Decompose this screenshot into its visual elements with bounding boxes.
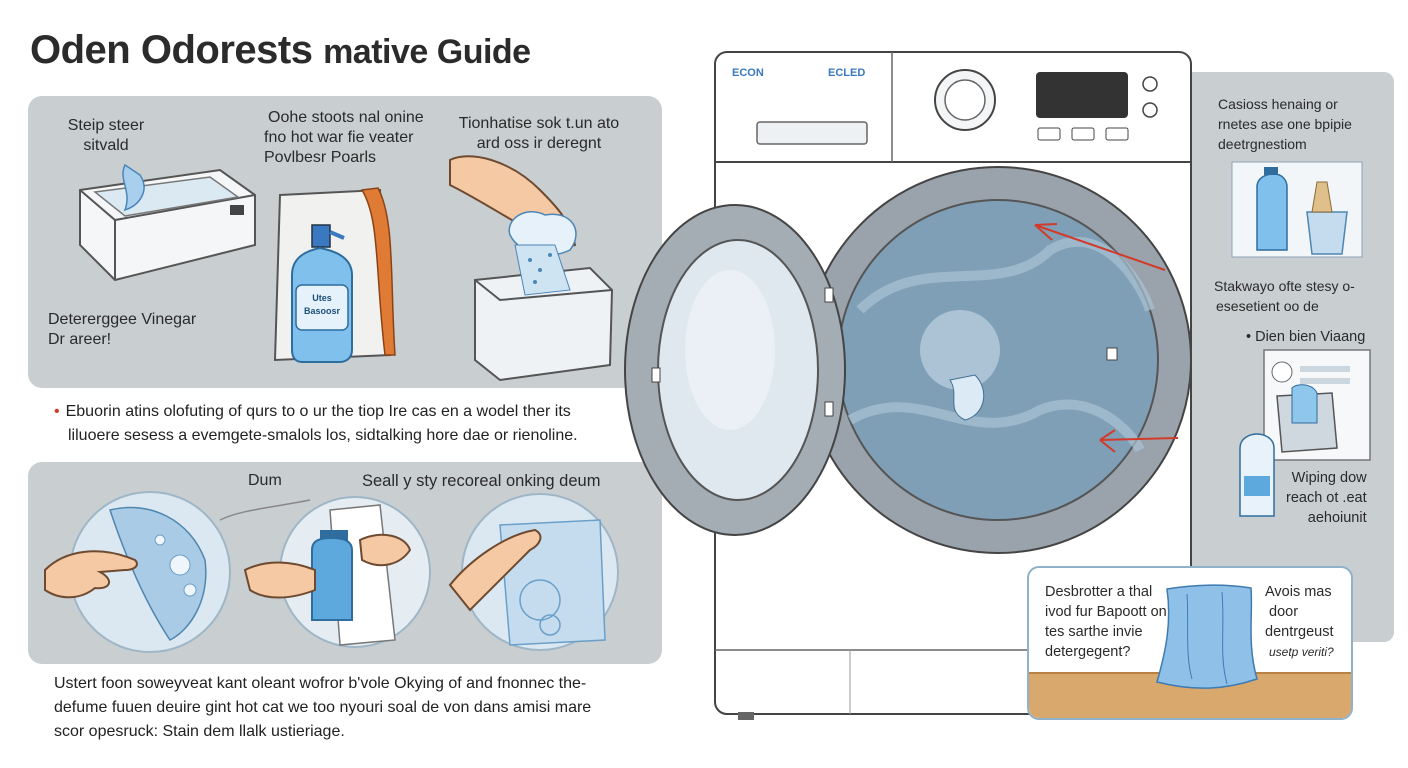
right-block1-line3: deetrgnestiom bbox=[1218, 136, 1307, 152]
wiping-seal-circle bbox=[44, 491, 231, 653]
right-block1-line2: rnetes ase one bpipie bbox=[1218, 116, 1352, 132]
right-bullet-icon: • bbox=[1246, 329, 1252, 345]
machine-drawer bbox=[756, 121, 868, 145]
right-block3-line3: aehoiunit bbox=[1307, 510, 1367, 526]
bottle-label-line2: Basoosr bbox=[304, 306, 341, 316]
bottle-bucket-illustration bbox=[1231, 161, 1363, 258]
step3-caption: Tionhatise sok t.un ato ard oss ir dereg… bbox=[444, 114, 634, 154]
callout-right-text: Avois mas door dentrgeust usetp veriti? bbox=[1265, 582, 1334, 662]
detergent-drawer-illustration bbox=[79, 163, 256, 282]
right-block3-line1: Wiping dow bbox=[1291, 470, 1367, 486]
detergent-drawer-tip-illustration bbox=[1239, 349, 1371, 517]
step3-line1: Tionhatise sok t.un ato bbox=[458, 115, 620, 132]
callout-left-line3: tes sarthe invie bbox=[1045, 624, 1143, 640]
detergent-callout-box: Desbrotter a thal ivod fur Bapoott on te… bbox=[1027, 566, 1353, 720]
callout-right-line3: dentrgeust bbox=[1265, 624, 1334, 640]
detergent-line2: Dr areer! bbox=[48, 331, 112, 348]
right-block1: Casioss henaing or rnetes ase one bpipie… bbox=[1218, 94, 1352, 154]
bottom-step-circles bbox=[44, 491, 619, 653]
callout-right-line2: door bbox=[1269, 604, 1299, 620]
right-block3: Wiping dow reach ot .eat aehoiunit bbox=[1286, 468, 1367, 528]
right-block3-line2: reach ot .eat bbox=[1286, 490, 1367, 506]
bottom-line1: Ustert foon soweyveat kant oleant wofror… bbox=[54, 675, 587, 692]
right-block1-line1: Casioss henaing or bbox=[1218, 96, 1338, 112]
right-block2: Stakwayo ofte stesy o- esesetient oo de bbox=[1214, 276, 1355, 316]
detergent-line1: Detererggee Vinegar bbox=[48, 311, 197, 328]
right-bullet: • Dien bien Viaang bbox=[1246, 327, 1365, 347]
spray-bottle-circle bbox=[243, 496, 431, 648]
middle-bullet-icon: • bbox=[54, 403, 60, 420]
bottom-line2: defume fuuen deuire gint hot cat we too … bbox=[54, 699, 592, 716]
wet-cloth-icon bbox=[1156, 584, 1258, 689]
right-block2-line2: esesetient oo de bbox=[1216, 298, 1319, 314]
step2-caption: Oohe stoots nal onine fno hot war fie ve… bbox=[264, 108, 424, 168]
page-title: Oden Odorests mative Guide bbox=[30, 28, 531, 73]
title-main: Oden Odorests bbox=[30, 28, 313, 72]
callout-left-line1: Desbrotter a thal bbox=[1045, 584, 1153, 600]
callout-left-text: Desbrotter a thal ivod fur Bapoott on te… bbox=[1045, 582, 1167, 662]
seal-label: Seall y sty recoreal onking deum bbox=[362, 472, 601, 490]
arrow-icon bbox=[219, 499, 311, 521]
callout-left-line4: detergegent? bbox=[1045, 644, 1131, 660]
step2-line2: fno hot war fie veater bbox=[264, 129, 414, 146]
step1-line2: sitvald bbox=[83, 137, 129, 154]
machine-display bbox=[1036, 72, 1128, 118]
dum-label: Dum bbox=[248, 472, 282, 489]
detergent-vinegar-caption: Detererggee Vinegar Dr areer! bbox=[48, 310, 196, 350]
title-sub: mative Guide bbox=[323, 33, 531, 71]
right-block2-line1: Stakwayo ofte stesy o- bbox=[1214, 278, 1355, 294]
callout-right-line1: Avois mas bbox=[1265, 584, 1332, 600]
step2-line1: Oohe stoots nal onine bbox=[268, 109, 424, 126]
middle-line2: liluoere sesess a evemgete-smalols los, … bbox=[68, 427, 578, 444]
machine-label-right: ECLED bbox=[828, 67, 865, 79]
bottle-label-line1: Utes bbox=[312, 293, 332, 303]
step1-caption: Steip steer sitvald bbox=[56, 116, 156, 156]
step3-line2: ard oss ir deregnt bbox=[476, 135, 602, 152]
step2-line3: Povlbesr Poarls bbox=[264, 149, 377, 166]
washing-machine-illustration: ECON ECLED bbox=[624, 51, 1192, 720]
bottom-line3: scor opesruck: Stain dem llalk ustieriag… bbox=[54, 723, 345, 740]
machine-label-left: ECON bbox=[732, 67, 764, 79]
wiping-cloth-circle bbox=[448, 493, 619, 651]
callout-left-line2: ivod fur Bapoott on bbox=[1045, 604, 1167, 620]
right-bullet-text: Dien bien Viaang bbox=[1255, 329, 1366, 345]
callout-right-line4: usetp veriti? bbox=[1269, 645, 1334, 659]
bottom-paragraph: Ustert foon soweyveat kant oleant wofror… bbox=[54, 672, 591, 744]
middle-paragraph: • Ebuorin atins olofuting of qurs to o ur… bbox=[54, 400, 578, 448]
hand-soaking-illustration bbox=[449, 155, 614, 382]
middle-line1: Ebuorin atins olofuting of qurs to o ur … bbox=[65, 403, 571, 420]
detergent-bottle-illustration: Utes Basoosr bbox=[273, 187, 396, 363]
step1-line1: Steip steer bbox=[67, 117, 145, 134]
